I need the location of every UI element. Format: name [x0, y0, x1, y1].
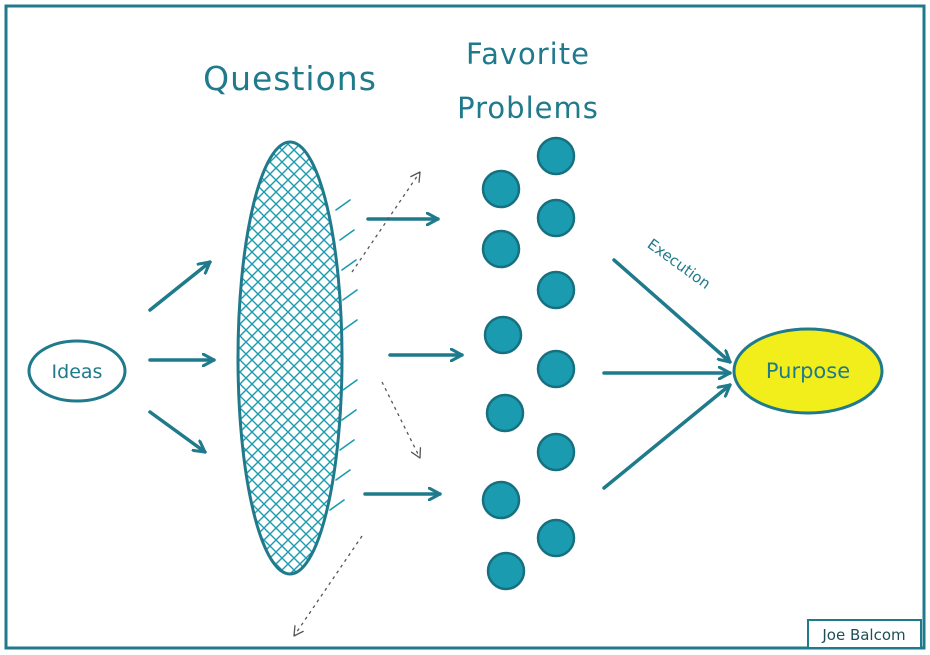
favorite-problems-heading-line2: Problems — [457, 91, 599, 125]
credit-box: Joe Balcom — [807, 619, 922, 649]
purpose-label: Purpose — [766, 359, 850, 383]
problem-dot — [536, 349, 576, 389]
problem-dot — [483, 315, 523, 355]
purpose-node: Purpose — [732, 327, 884, 415]
problem-dot — [481, 169, 521, 209]
ideas-to-questions-arrows — [148, 260, 216, 454]
favorite-problems-heading-line1: Favorite — [466, 37, 590, 71]
execution-arrows — [602, 258, 732, 490]
questions-filter — [236, 140, 358, 576]
execution-label: Execution — [644, 235, 714, 293]
credit-text: Joe Balcom — [821, 626, 905, 644]
problem-dot — [481, 229, 521, 269]
problem-dot — [486, 551, 526, 591]
problem-dot — [536, 270, 576, 310]
questions-heading: Questions — [203, 59, 377, 98]
ideas-label: Ideas — [52, 361, 103, 383]
questions-to-problems-arrows — [363, 219, 464, 494]
problem-dot — [481, 480, 521, 520]
favorite-problems-dots — [481, 136, 576, 591]
problem-dot — [485, 393, 525, 433]
problem-dot — [536, 518, 576, 558]
problem-dot — [536, 198, 576, 238]
problem-dot — [536, 432, 576, 472]
dotted-deflection-arrows — [293, 171, 422, 637]
diagram-frame — [4, 4, 926, 650]
problem-dot — [536, 136, 576, 176]
ideas-node: Ideas — [27, 339, 127, 403]
